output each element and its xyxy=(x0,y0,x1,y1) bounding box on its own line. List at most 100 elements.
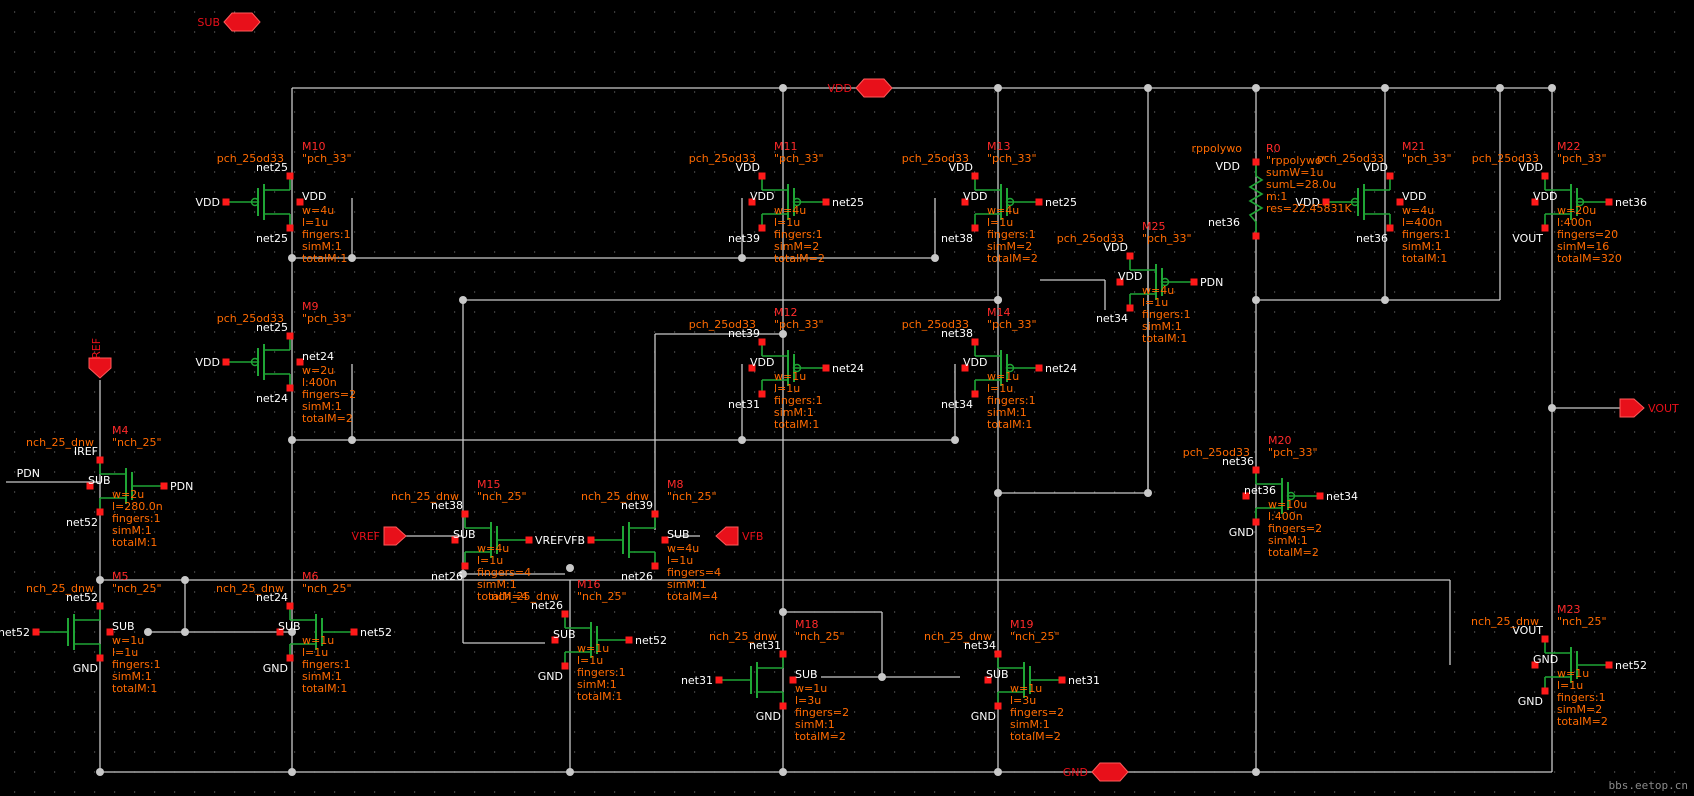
net-label-gate: net31 xyxy=(1068,674,1100,687)
transistor-m20[interactable]: net36GNDnet34net36M20pch_25od33"pch_33"w… xyxy=(1183,434,1358,559)
wire-junction xyxy=(288,436,296,444)
param-1: l=1u xyxy=(302,646,328,659)
terminal xyxy=(160,482,168,490)
device-leads xyxy=(974,344,1001,392)
net-label-gate: VDD xyxy=(196,196,220,209)
terminal xyxy=(1058,676,1066,684)
net-label-bulk: SUB xyxy=(278,620,301,633)
transistor-m19[interactable]: net34GNDnet31SUBM19nch_25_dnw"nch_25"w=1… xyxy=(924,618,1100,743)
transistor-m15[interactable]: net38net26VREFSUBM15nch_25_dnw"nch_25"w=… xyxy=(391,478,563,603)
net-label-plus: VDD xyxy=(1216,160,1240,173)
terminal xyxy=(461,510,469,518)
param-4: totalM=2 xyxy=(795,730,846,743)
net-label-drain: net36 xyxy=(1222,455,1254,468)
transistor-m6[interactable]: net24GNDnet52SUBM6nch_25_dnw"nch_25"w=1u… xyxy=(216,570,392,695)
param-0: w=4u xyxy=(774,204,806,217)
terminal xyxy=(1252,466,1260,474)
wire-junction xyxy=(181,628,189,636)
pin-vfb[interactable]: VFB xyxy=(715,526,763,546)
terminal xyxy=(32,628,40,636)
terminal xyxy=(625,636,633,644)
terminal xyxy=(971,390,979,398)
wire-junction xyxy=(1381,296,1389,304)
param-1: l=3u xyxy=(795,694,821,707)
io-pins[interactable]: SUB VDD GND IREF VREF VFB VOUT PDN xyxy=(17,12,1679,782)
param-1: l=1u xyxy=(987,382,1013,395)
pin-sub[interactable]: SUB xyxy=(197,12,261,32)
terminal xyxy=(1541,172,1549,180)
terminal xyxy=(748,364,756,372)
net-label-gate: net24 xyxy=(832,362,864,375)
pin-pdn[interactable]: PDN xyxy=(17,467,40,480)
terminal xyxy=(525,536,533,544)
pin-vdd[interactable]: VDD xyxy=(828,78,893,98)
transistor-m13[interactable]: VDDnet38net25VDDM13pch_25od33"pch_33"w=4… xyxy=(902,140,1077,265)
net-label-gate: net34 xyxy=(1326,490,1358,503)
wire-junction xyxy=(931,254,939,262)
param-2: fingers:1 xyxy=(774,228,823,241)
model-name: "pch_33" xyxy=(302,152,352,165)
param-4: totalM:1 xyxy=(987,418,1032,431)
terminal xyxy=(748,198,756,206)
param-0: w=1u xyxy=(774,370,806,383)
pin-shape xyxy=(1619,398,1645,418)
wire-junction xyxy=(1548,404,1556,412)
net-label-gate: PDN xyxy=(1200,276,1223,289)
library-cell: pch_25od33 xyxy=(1183,446,1250,459)
grid-dots xyxy=(14,11,1676,793)
param-1: l:400n xyxy=(1557,216,1592,229)
transistor-m12[interactable]: net39net31net24VDDM12pch_25od33"pch_33"w… xyxy=(689,306,864,431)
param-3: simM:1 xyxy=(302,240,342,253)
pin-iref[interactable]: IREF xyxy=(88,338,112,379)
wire-junction xyxy=(1144,84,1152,92)
net-label-gate: net52 xyxy=(1615,659,1647,672)
transistor-m22[interactable]: VDDVOUTnet36VDDM22pch_25od33"pch_33"w=20… xyxy=(1472,140,1647,265)
terminal xyxy=(1541,224,1549,232)
net-label-drain: VDD xyxy=(1519,161,1543,174)
net-label-bulk: GND xyxy=(1533,653,1558,666)
library-cell: pch_25od33 xyxy=(1317,152,1384,165)
transistor-m4[interactable]: IREFnet52PDNSUBM4nch_25_dnw"nch_25"w=2ul… xyxy=(26,424,193,549)
resistor-r0[interactable]: R0rppolywoVDDnet36"rppolywo"sumW=1usumL=… xyxy=(1191,142,1352,240)
pin-vout[interactable]: VOUT xyxy=(1619,398,1679,418)
device-leads xyxy=(997,656,1024,704)
transistor-m25[interactable]: VDDnet34PDNVDDM25pch_25od33"pch_33"w=4ul… xyxy=(1057,220,1224,345)
param-2: fingers:1 xyxy=(987,394,1036,407)
net-label-bulk: SUB xyxy=(112,620,135,633)
bubble-icon xyxy=(792,363,802,373)
pin-label: SUB xyxy=(197,16,220,29)
pin-vref[interactable]: VREF xyxy=(352,526,407,546)
terminal xyxy=(984,676,992,684)
instance-name: M4 xyxy=(112,424,129,437)
transistor-m16[interactable]: net26GNDnet52SUBM16nch_25_dnw"nch_25"w=1… xyxy=(491,578,667,703)
param-0: w=4u xyxy=(302,204,334,217)
transistor-m14[interactable]: net38net34net24VDDM14pch_25od33"pch_33"w… xyxy=(902,306,1077,431)
pin-shape xyxy=(855,78,893,98)
param-1: l=280.0n xyxy=(112,500,163,513)
param-1: l:400n xyxy=(302,376,337,389)
param-2: fingers:1 xyxy=(302,658,351,671)
model-name: "pch_33" xyxy=(1142,232,1192,245)
param-1: l=1u xyxy=(1557,679,1583,692)
terminal xyxy=(758,390,766,398)
terminal xyxy=(350,628,358,636)
transistor-m23[interactable]: VOUTGNDnet52GNDM23nch_25_dnw"nch_25"w=1u… xyxy=(1471,603,1647,728)
param-3: simM:1 xyxy=(577,678,617,691)
device-leads xyxy=(761,178,788,226)
terminal xyxy=(1316,492,1324,500)
instance-name: M14 xyxy=(987,306,1011,319)
pin-gnd[interactable]: GND xyxy=(1063,762,1129,782)
transistor-m11[interactable]: VDDnet39net25VDDM11pch_25od33"pch_33"w=4… xyxy=(689,140,864,265)
net-label-source: net34 xyxy=(941,398,973,411)
net-label-source: net39 xyxy=(728,232,760,245)
net-label-source: GND xyxy=(971,710,996,723)
param-0: w=1u xyxy=(1557,667,1589,680)
